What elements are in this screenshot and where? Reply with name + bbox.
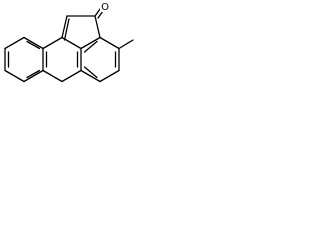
bond xyxy=(42,36,63,50)
bond xyxy=(26,40,41,50)
bond xyxy=(61,15,68,39)
carbonyl-oxygen-label-bg xyxy=(100,0,110,12)
bond xyxy=(63,18,70,41)
bond xyxy=(4,69,25,83)
bond xyxy=(99,69,120,83)
carbonyl-oxygen-label: O xyxy=(101,2,109,13)
bond xyxy=(23,36,44,50)
bond xyxy=(23,69,44,83)
bond xyxy=(94,15,101,39)
bond xyxy=(4,36,25,50)
chemical-structure-diagram: O xyxy=(4,0,134,83)
bond xyxy=(83,40,98,53)
bond xyxy=(80,36,101,50)
atom-labels: O xyxy=(100,0,110,13)
bond xyxy=(118,39,134,50)
bond xyxy=(99,36,120,50)
bond xyxy=(26,69,41,79)
bond-lines xyxy=(4,4,134,83)
bond xyxy=(80,69,101,83)
bond xyxy=(42,69,63,83)
bond xyxy=(61,69,82,83)
bond xyxy=(83,66,98,79)
